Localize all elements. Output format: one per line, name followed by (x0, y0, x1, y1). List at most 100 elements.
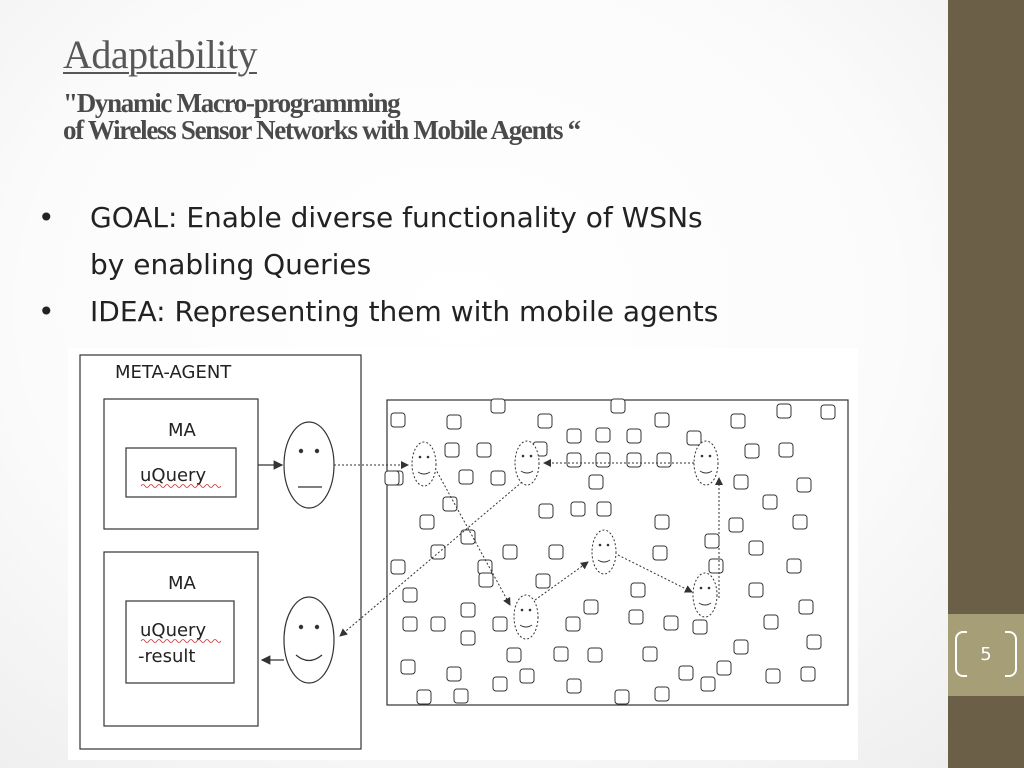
sensor-node (587, 647, 603, 663)
sensor-node (820, 404, 836, 420)
sensor-node (595, 427, 611, 443)
sensor-node (492, 616, 508, 632)
sensor-node (402, 587, 418, 603)
sensor-node (716, 660, 732, 676)
bullet-idea-text: IDEA: Representing them with mobile agen… (90, 295, 719, 328)
sensor-node (458, 469, 474, 485)
subtitle-line-2: of Wireless Sensor Networks with Mobile … (63, 115, 581, 145)
bullet-marker: • (38, 295, 55, 328)
sensor-node (656, 452, 672, 468)
agent-face-neutral (283, 421, 335, 509)
sensor-node (642, 646, 658, 662)
sensor-node (502, 544, 518, 560)
sensor-node (748, 582, 764, 598)
sensor-node (477, 559, 493, 575)
sensor-node (538, 503, 554, 519)
mini-agent-face (692, 572, 718, 618)
sensor-node (806, 634, 822, 650)
sensor-node (553, 646, 569, 662)
sensor-node (628, 609, 644, 625)
sensor-node (442, 496, 458, 512)
bullet-goal-line-1: GOAL: Enable diverse functionality of WS… (90, 201, 703, 234)
sensor-node (733, 474, 749, 490)
agent-face-smiling (283, 596, 335, 684)
sensor-node (700, 676, 716, 692)
page-number-badge: 5 (948, 614, 1024, 696)
sensor-node (654, 514, 670, 530)
sensor-node (430, 616, 446, 632)
slide-title: Adaptability (63, 32, 257, 77)
sensor-node (800, 666, 816, 682)
page-number: 5 (980, 644, 992, 665)
uquery-result-line-1: uQuery (140, 620, 206, 641)
uquery-label: uQuery (140, 465, 206, 486)
sensor-node (566, 428, 582, 444)
sensor-node (763, 614, 779, 630)
sensor-node (654, 412, 670, 428)
mini-agent-face (591, 529, 617, 575)
uquery-result-line-2: -result (138, 646, 195, 667)
sensor-network-field (386, 399, 849, 706)
sensor-node (778, 442, 794, 458)
sensor-node (400, 659, 416, 675)
sensor-node (453, 688, 469, 704)
page-bracket-left (955, 631, 967, 677)
sensor-node (460, 630, 476, 646)
sensor-node (596, 501, 612, 517)
sensor-node (686, 430, 702, 446)
sensor-nodes (384, 398, 836, 705)
sensor-node (506, 647, 522, 663)
sensor-node (430, 544, 446, 560)
sensor-node (626, 452, 642, 468)
sensor-node (570, 501, 586, 517)
mini-agent-face (514, 440, 540, 486)
sensor-node (583, 599, 599, 615)
sensor-node (390, 412, 406, 428)
spell-underline (140, 484, 222, 488)
sensor-node (762, 494, 778, 510)
mini-agent-face (411, 441, 437, 487)
sensor-node (614, 689, 630, 705)
uquery-box (125, 447, 237, 498)
mini-agent-face (513, 594, 539, 640)
bullet-list: • GOAL: Enable diverse functionality of … (38, 194, 868, 335)
slide-subtitle: "Dynamic Macro-programming of Wireless S… (63, 88, 581, 145)
sensor-node (384, 470, 400, 486)
sensor-node (796, 477, 812, 493)
sensor-node (444, 442, 460, 458)
sensor-node (748, 540, 764, 556)
sensor-node (390, 559, 406, 575)
sensor-node (535, 573, 551, 589)
mini-agent-face (693, 440, 719, 486)
sensor-node (792, 514, 808, 530)
sensor-node (610, 398, 626, 414)
sensor-node (652, 545, 668, 561)
sensor-node (565, 616, 581, 632)
sensor-node (419, 514, 435, 530)
network-agent-faces (411, 440, 719, 640)
sensor-node (566, 452, 582, 468)
sensor-node (460, 529, 476, 545)
sensor-node (663, 615, 679, 631)
meta-agent-label: META-AGENT (115, 362, 232, 383)
bullet-marker: • (38, 201, 55, 234)
sensor-node (402, 616, 418, 632)
sensor-node (548, 544, 564, 560)
sensor-node (519, 668, 535, 684)
sensor-node (446, 666, 462, 682)
sensor-node (728, 517, 744, 533)
subtitle-line-1: "Dynamic Macro-programming (63, 88, 401, 118)
sensor-node (692, 619, 708, 635)
bullet-text: GOAL: Enable diverse functionality of WS… (90, 194, 868, 288)
sensor-node (588, 474, 604, 490)
sensor-node (490, 398, 506, 414)
sensor-node (765, 668, 781, 684)
sensor-node (708, 558, 724, 574)
sensor-node (566, 678, 582, 694)
title-block: Adaptability "Dynamic Macro-programming … (63, 32, 581, 145)
sensor-node (595, 452, 611, 468)
ma-label-query: MA (168, 420, 197, 441)
page-bracket-right (1005, 631, 1017, 677)
agent-path (334, 459, 723, 637)
sensor-node (476, 442, 492, 458)
